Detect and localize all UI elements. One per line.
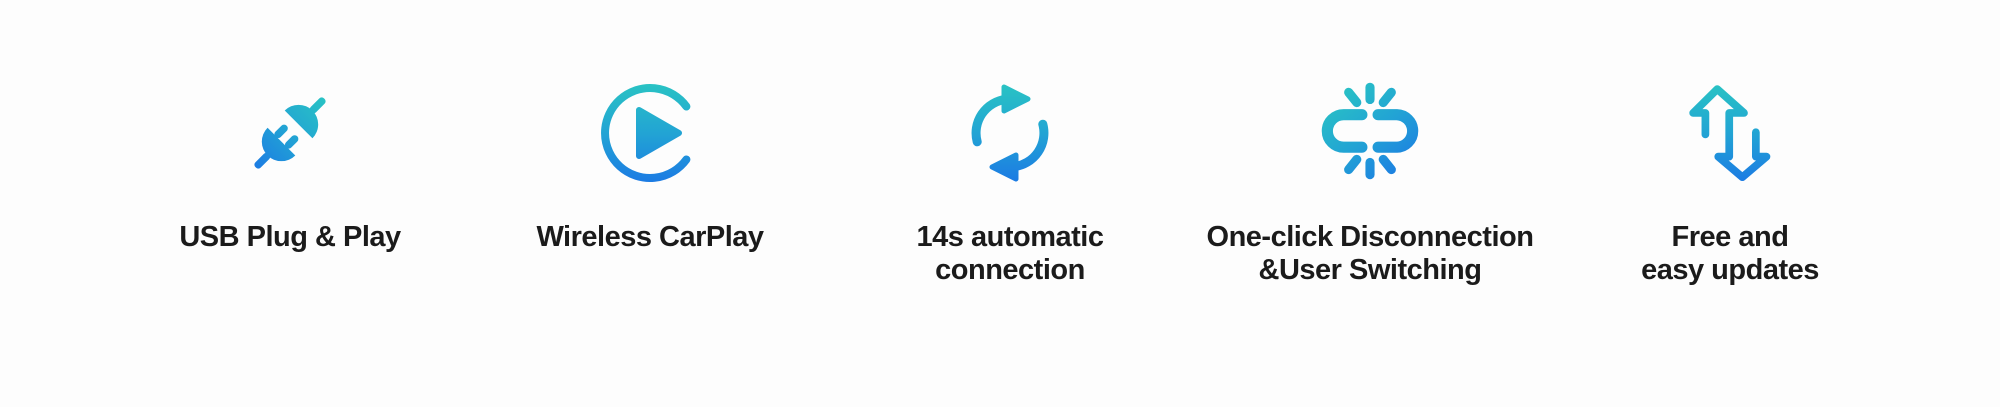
feature-label: Wireless CarPlay (536, 221, 764, 254)
feature-disconnection-user-switching: One-click Disconnection &User Switching (1190, 57, 1550, 287)
feature-label-line: One-click Disconnection (1206, 221, 1534, 253)
up-down-arrows-icon (1689, 57, 1771, 209)
feature-wireless-carplay: Wireless CarPlay (470, 57, 830, 287)
feature-label-line: &User Switching (1258, 254, 1482, 286)
feature-label-line: 14s automatic (916, 221, 1104, 253)
feature-label-line: connection (935, 254, 1085, 286)
feature-automatic-connection: 14s automatic connection (830, 57, 1190, 287)
carplay-play-icon (600, 57, 700, 209)
feature-label: USB Plug & Play (179, 221, 401, 254)
feature-label: Free and easy updates (1641, 221, 1819, 287)
features-strip: USB Plug & Play Wireless CarPlay (110, 0, 1910, 287)
broken-link-icon (1306, 57, 1434, 209)
feature-label-line: USB Plug & Play (179, 221, 401, 253)
feature-label: 14s automatic connection (917, 221, 1104, 287)
feature-label-line: Free and (1671, 221, 1789, 253)
sync-arrows-icon (959, 57, 1061, 209)
plug-icon (234, 57, 346, 209)
feature-usb-plug-play: USB Plug & Play (110, 57, 470, 287)
feature-label: One-click Disconnection &User Switching (1207, 221, 1534, 287)
feature-label-line: easy updates (1641, 254, 1819, 286)
feature-easy-updates: Free and easy updates (1550, 57, 1910, 287)
feature-label-line: Wireless CarPlay (536, 221, 764, 253)
